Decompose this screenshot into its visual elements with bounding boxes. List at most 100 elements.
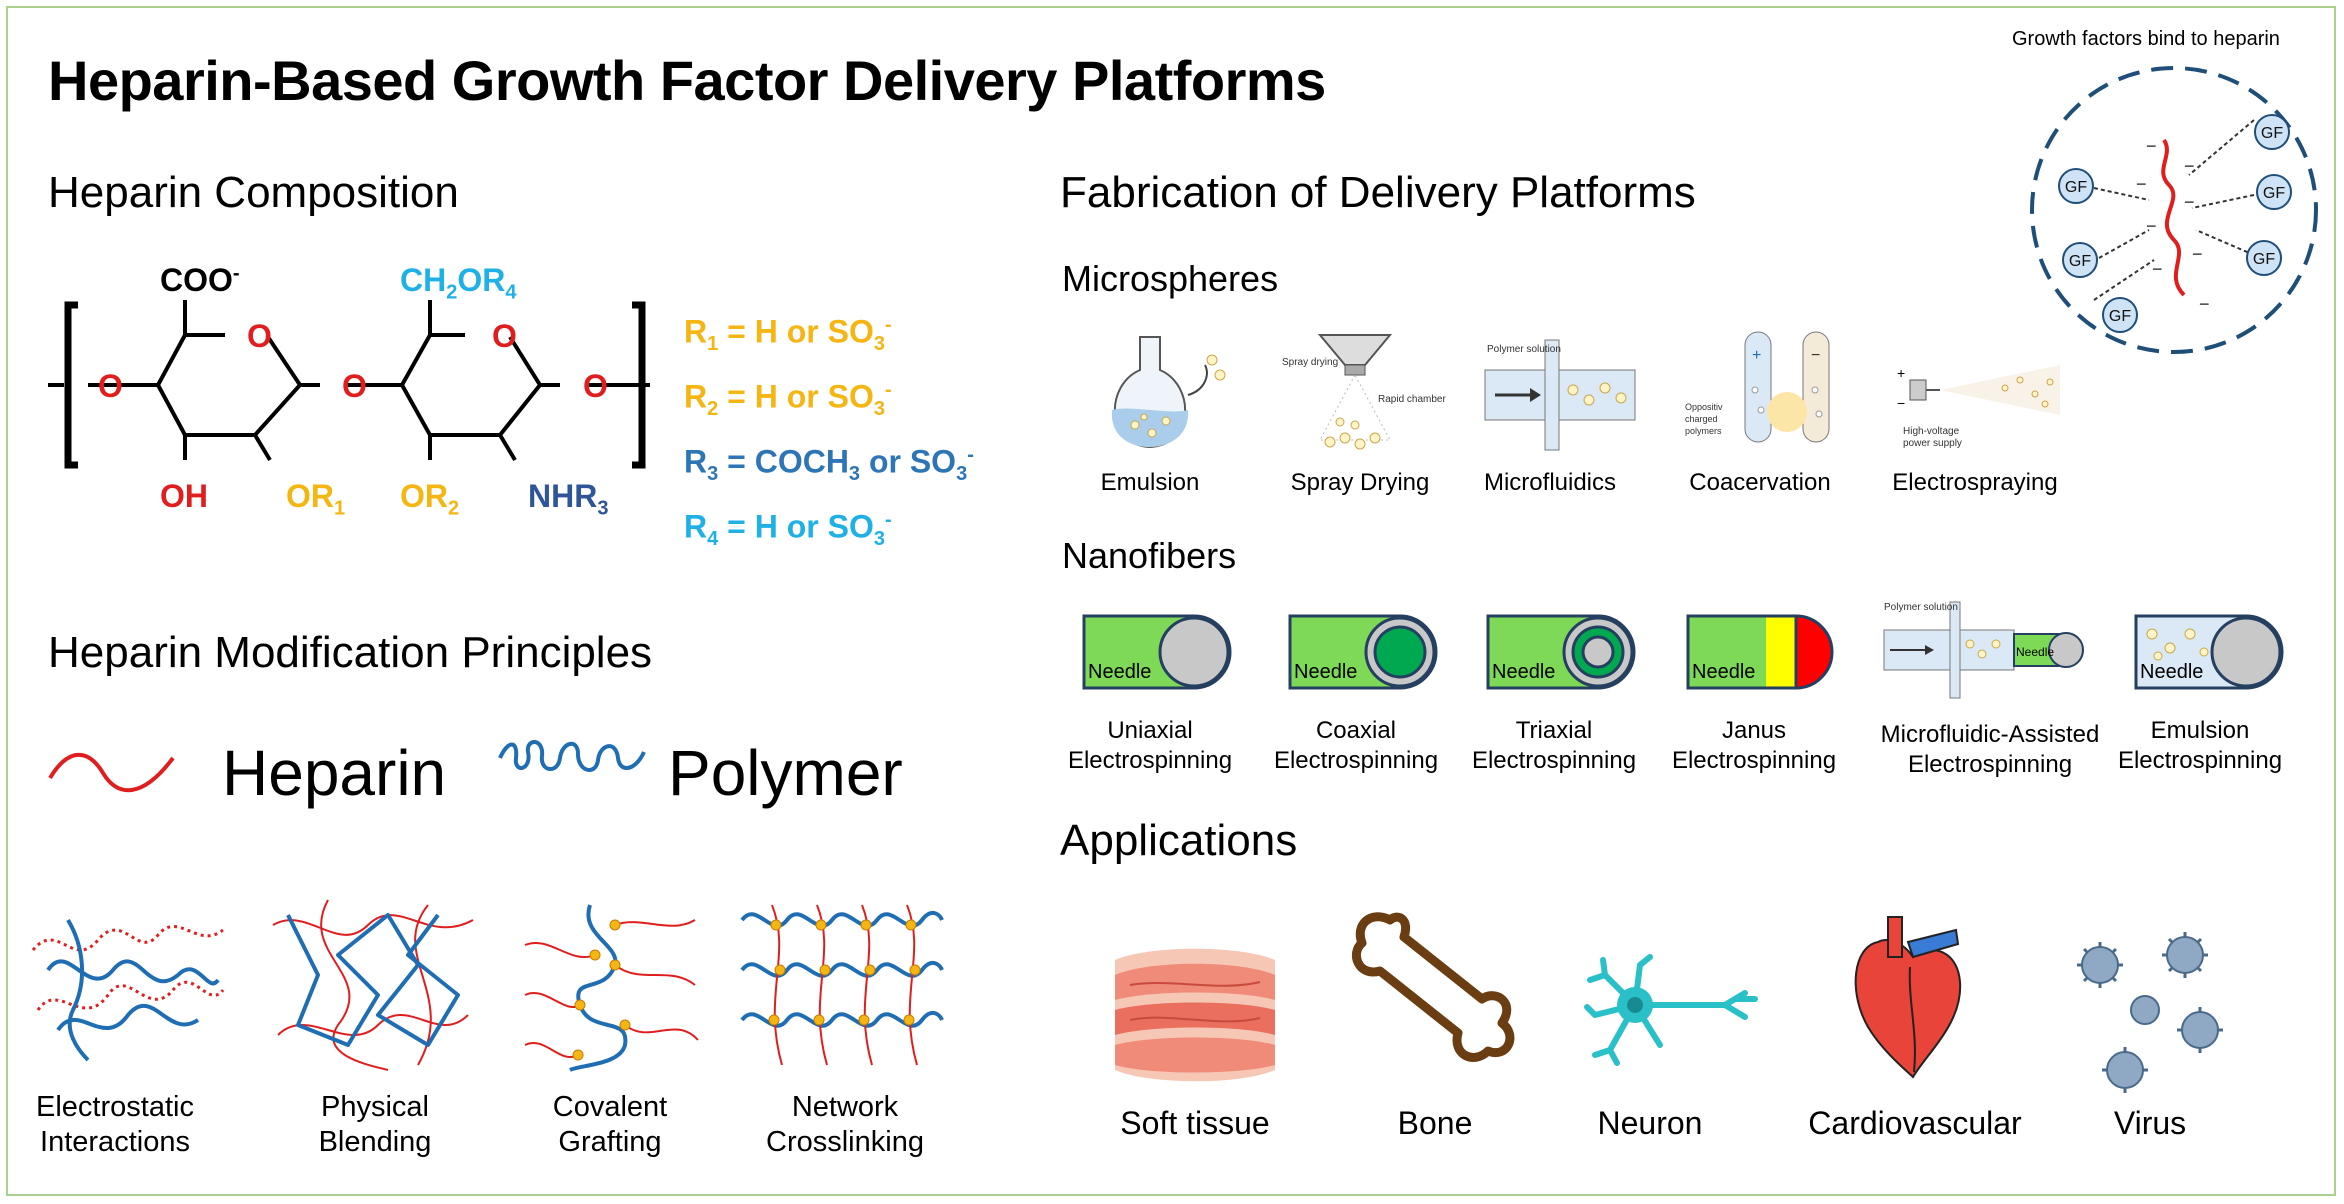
microfluidic-needle-icon: Needle Polymer solution bbox=[1883, 601, 2084, 699]
svg-text:−: − bbox=[2146, 216, 2157, 236]
svg-text:+: + bbox=[1752, 347, 1761, 364]
svg-text:−: − bbox=[2146, 136, 2157, 156]
ch2or4-label: CH2OR4 bbox=[400, 262, 517, 304]
needle-label: Needle bbox=[1692, 661, 1755, 683]
triaxial-needle-icon: Needle bbox=[1486, 614, 1636, 690]
page-title: Heparin-Based Growth Factor Delivery Pla… bbox=[48, 49, 1326, 112]
janus-needle-icon: Needle bbox=[1686, 614, 1834, 690]
or2-label: OR2 bbox=[400, 478, 460, 520]
r1-definition: R1 = H or SO3- bbox=[684, 313, 892, 356]
rapid-chamber-label: Rapid chamber bbox=[1378, 394, 1446, 405]
fabrication-heading: Fabrication of Delivery Platforms bbox=[1060, 168, 1696, 217]
polymer-legend-label: Polymer bbox=[668, 737, 903, 809]
application-soft-tissue: Soft tissue bbox=[1120, 1105, 1270, 1141]
svg-text:−: − bbox=[2184, 156, 2195, 176]
o-label-ring2: O bbox=[492, 318, 517, 354]
coo-label: COO- bbox=[160, 262, 240, 298]
svg-text:−: − bbox=[2199, 294, 2210, 314]
high-voltage-label-2: power supply bbox=[1903, 438, 1962, 449]
applications-heading: Applications bbox=[1060, 816, 1298, 865]
needle-label: Needle bbox=[1294, 661, 1357, 683]
r3-definition: R3 = COCH3 or SO3- bbox=[684, 443, 974, 486]
uniaxial-needle-icon: Needle bbox=[1082, 614, 1232, 690]
o-label-bridge: O bbox=[342, 368, 367, 404]
network-crosslinking-illustration bbox=[740, 904, 944, 1066]
gf-label: GF bbox=[2069, 253, 2091, 270]
microfluidics-icon: Polymer solution bbox=[1484, 339, 1636, 451]
gf-label: GF bbox=[2109, 308, 2131, 325]
r2-definition: R2 = H or SO3- bbox=[684, 378, 892, 421]
electrostatic-interactions-illustration bbox=[31, 918, 225, 1062]
soft-tissue-icon bbox=[1115, 948, 1275, 1082]
application-bone: Bone bbox=[1397, 1105, 1473, 1141]
microspheres-heading: Microspheres bbox=[1062, 258, 1279, 299]
svg-text:−: − bbox=[2152, 259, 2163, 279]
opposite-charged-label-1: Oppositiv bbox=[1685, 402, 1723, 412]
coaxial-needle-icon: Needle bbox=[1288, 614, 1438, 690]
gf-label: GF bbox=[2261, 125, 2283, 142]
svg-text:−: − bbox=[1897, 395, 1905, 411]
polymer-legend-icon bbox=[498, 740, 646, 772]
gf-label: GF bbox=[2253, 251, 2275, 268]
covalent-grafting-illustration bbox=[524, 904, 699, 1072]
application-neuron: Neuron bbox=[1597, 1105, 1703, 1141]
nanofibers-heading: Nanofibers bbox=[1062, 535, 1237, 576]
heparin-structure bbox=[48, 300, 650, 469]
needle-label: Needle bbox=[1088, 661, 1151, 683]
svg-text:−: − bbox=[1811, 347, 1820, 364]
or1-label: OR1 bbox=[286, 478, 346, 520]
coacervation-icon: + − Oppositiv charged polymers bbox=[1685, 331, 1830, 443]
nhr3-label: NHR3 bbox=[528, 478, 609, 520]
r-group-list: R1 = H or SO3- R2 = H or SO3- R3 = COCH3… bbox=[684, 302, 974, 562]
neuron-icon bbox=[1584, 954, 1758, 1066]
spray-drying-icon: Spray drying Rapid chamber bbox=[1282, 334, 1446, 450]
growth-factor-binding-diagram: − − − − − − − − GF GF GF GF GF GF bbox=[2030, 66, 2318, 354]
needle-label: Needle bbox=[1492, 661, 1555, 683]
binding-caption: Growth factors bind to heparin bbox=[2012, 28, 2280, 50]
needle-label: Needle bbox=[2016, 645, 2054, 659]
bone-icon bbox=[1352, 912, 1515, 1062]
o-label-left: O bbox=[98, 368, 123, 404]
electrospraying-icon: + − High-voltage power supply bbox=[1897, 365, 2060, 449]
microsphere-electrospraying: Electrospraying bbox=[1892, 469, 2058, 496]
svg-text:+: + bbox=[1897, 365, 1905, 381]
emulsion-needle-icon: Needle bbox=[2134, 614, 2284, 690]
gf-label: GF bbox=[2065, 179, 2087, 196]
opposite-charged-label-3: polymers bbox=[1685, 426, 1722, 436]
microsphere-spray-drying: Spray Drying bbox=[1290, 469, 1430, 496]
o-label-ring1: O bbox=[247, 318, 272, 354]
r4-definition: R4 = H or SO3- bbox=[684, 508, 892, 551]
oh-label: OH bbox=[160, 478, 208, 514]
emulsion-flask-icon bbox=[1111, 336, 1226, 449]
spray-drying-label: Spray drying bbox=[1282, 357, 1338, 368]
polymer-solution-label: Polymer solution bbox=[1487, 344, 1561, 355]
opposite-charged-label-2: charged bbox=[1685, 414, 1718, 424]
application-cardiovascular: Cardiovascular bbox=[1808, 1105, 2022, 1141]
gf-label: GF bbox=[2263, 185, 2285, 202]
virus-icon bbox=[2077, 932, 2223, 1093]
o-label-right: O bbox=[583, 368, 608, 404]
modification-heading: Heparin Modification Principles bbox=[48, 628, 653, 677]
microsphere-coacervation: Coacervation bbox=[1689, 469, 1831, 496]
svg-text:−: − bbox=[2192, 244, 2203, 264]
application-virus: Virus bbox=[2113, 1105, 2187, 1141]
needle-label: Needle bbox=[2140, 661, 2203, 683]
composition-heading: Heparin Composition bbox=[48, 168, 459, 217]
microsphere-emulsion: Emulsion bbox=[1100, 469, 1200, 496]
svg-text:−: − bbox=[2136, 174, 2147, 194]
figure-frame bbox=[6, 6, 2336, 1196]
heparin-legend-label: Heparin bbox=[222, 737, 447, 809]
svg-text:−: − bbox=[2184, 192, 2195, 212]
microsphere-microfluidics: Microfluidics bbox=[1483, 469, 1617, 496]
heparin-legend-icon bbox=[48, 752, 175, 793]
